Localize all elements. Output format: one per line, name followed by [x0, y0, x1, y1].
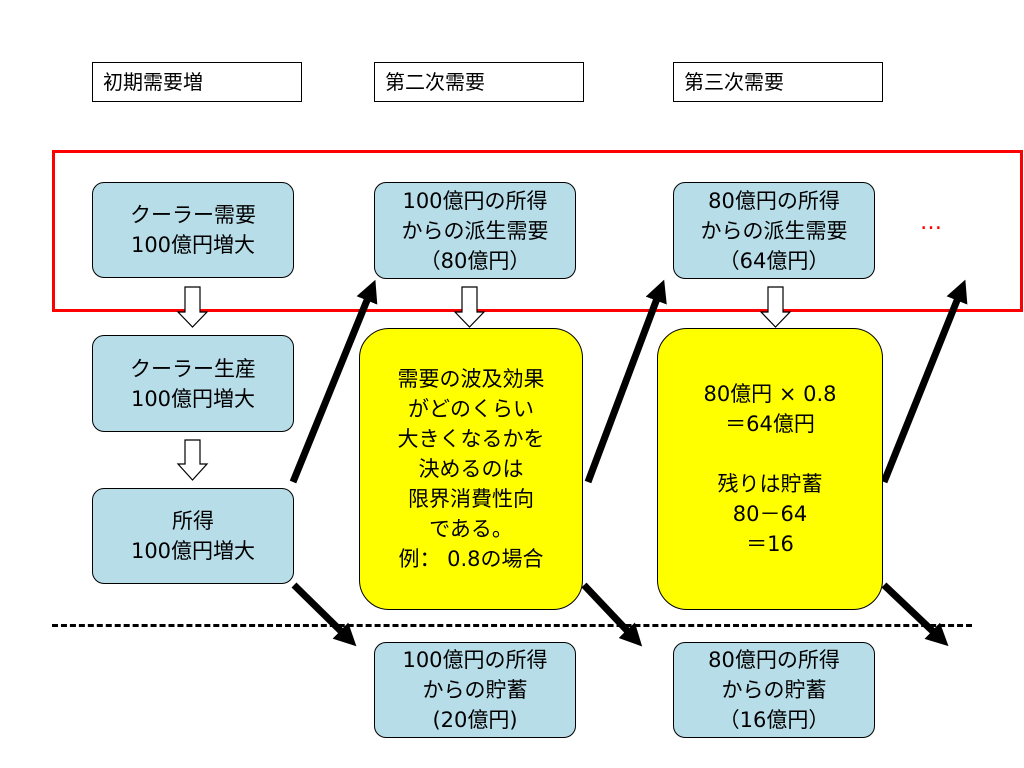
demand-row-frame	[52, 150, 1023, 312]
header-tertiary-demand: 第三次需要	[673, 62, 883, 102]
arrow-calc-to-savings	[881, 582, 949, 647]
box-calculation-note: 80億円 × 0.8 ＝64億円 残りは貯蓄 80－64 ＝16	[657, 328, 883, 610]
box-ripple-effect-note: 需要の波及効果 がどのくらい 大きくなるかを 決めるのは 限界消費性向 である。…	[359, 328, 583, 610]
header-initial-demand: 初期需要増	[92, 62, 302, 102]
arrow-note-to-savings	[581, 582, 643, 647]
down-arrow-4	[759, 286, 792, 328]
box-savings-100: 100億円の所得 からの貯蓄 (20億円)	[374, 642, 576, 738]
arrow-note-to-derived-demand	[584, 279, 667, 484]
box-cooler-production: クーラー生産 100億円増大	[92, 335, 294, 432]
box-income: 所得 100億円増大	[92, 488, 294, 584]
savings-separator-line	[52, 624, 972, 627]
box-derived-demand-100: 100億円の所得 からの派生需要 （80億円）	[374, 182, 576, 279]
down-arrow-3	[453, 286, 486, 328]
box-savings-80: 80億円の所得 からの貯蓄 （16億円）	[673, 642, 875, 738]
arrow-income-to-savings	[291, 582, 357, 647]
box-derived-demand-80: 80億円の所得 からの派生需要 （64億円）	[673, 182, 875, 279]
arrow-calc-to-next-demand	[880, 279, 968, 484]
box-cooler-demand: クーラー需要 100億円増大	[92, 182, 294, 278]
header-secondary-demand: 第二次需要	[374, 62, 584, 102]
down-arrow-1	[176, 286, 209, 328]
continuation-ellipsis: …	[920, 210, 944, 235]
arrow-income-to-derived-demand	[289, 279, 378, 484]
down-arrow-2	[176, 439, 209, 481]
